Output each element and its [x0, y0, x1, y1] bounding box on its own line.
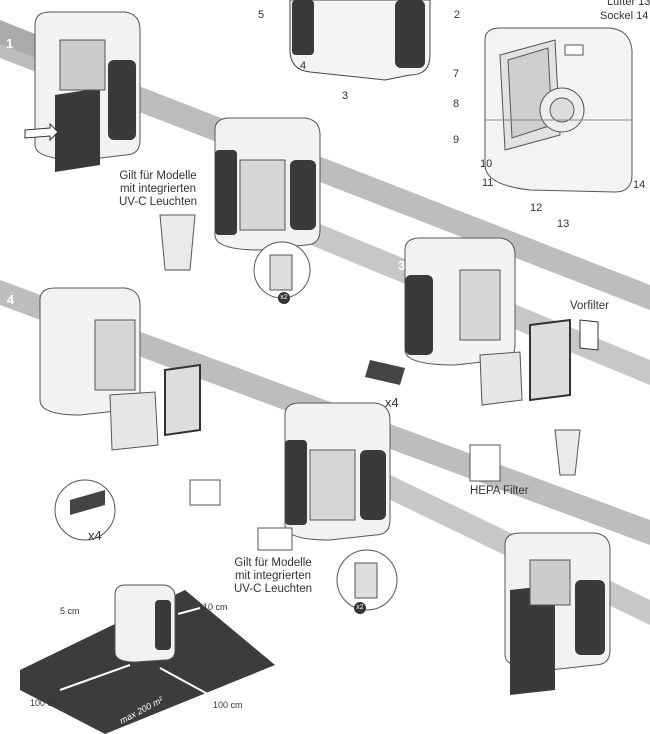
part-label-14: 14 [633, 179, 646, 191]
step-number-6: 6 [483, 560, 491, 575]
uvc-note-2: Gilt für Modelle mit integrierten UV-C L… [223, 557, 323, 596]
part-label-5: 5 [258, 9, 265, 21]
step-number-5: 5 [269, 430, 277, 445]
part-label-12: 12 [530, 202, 543, 214]
uvc-note-2-line3: UV-C Leuchten [234, 583, 312, 595]
step-number-1: 1 [6, 36, 14, 51]
count-badge-b: x2 [354, 602, 366, 614]
uvc-note-2-line2: mit integrierten [234, 570, 312, 582]
step-number-4: 4 [7, 292, 15, 307]
uvc-note-1-line3: UV-C Leuchten [119, 196, 197, 208]
step-number-2: 2 [200, 145, 208, 160]
clearance-left-label: 5 cm [60, 606, 80, 616]
unit-step2 [159, 117, 321, 299]
step-number-3: 3 [398, 258, 406, 273]
part-label-9: 9 [453, 134, 460, 146]
floor-placement [20, 584, 275, 734]
part-label-10: 10 [480, 158, 493, 170]
title-corner-line1: Lüfter 13 [607, 0, 650, 8]
uvc-note-2-line1: Gilt für Modelle [234, 557, 312, 569]
unit-step1 [24, 11, 141, 172]
screw-count-a: x4 [385, 395, 399, 410]
screw-count-b: x4 [88, 528, 102, 543]
part-label-8: 8 [453, 98, 460, 110]
part-label-13: 13 [557, 218, 570, 230]
unit-step6 [504, 532, 611, 695]
clearance-right-label: 10 cm [203, 602, 228, 612]
vorfilter-label: Vorfilter [570, 300, 609, 312]
part-label-4: 4 [300, 60, 307, 72]
clearance-front-left-label: 100 cm [30, 698, 60, 708]
unit-step5 [257, 402, 398, 611]
uvc-note-1-line2: mit integrierten [119, 183, 197, 195]
hepa-filter-label: HEPA Filter [470, 485, 529, 497]
unit-step4 [39, 287, 221, 541]
part-label-2: 2 [454, 9, 461, 21]
count-badge-a: x2 [278, 292, 290, 304]
part-label-7: 7 [453, 68, 460, 80]
unit-step3 [365, 237, 599, 482]
title-corner-line2: Sockel 14 [600, 10, 649, 22]
part-label-3: 3 [342, 90, 349, 102]
unit-exploded [484, 27, 633, 193]
clearance-front-right-label: 100 cm [213, 700, 243, 710]
uvc-note-1-line1: Gilt für Modelle [119, 170, 197, 182]
unit-top [289, 0, 431, 81]
uvc-note-1: Gilt für Modelle mit integrierten UV-C L… [108, 170, 208, 209]
part-label-11: 11 [482, 177, 494, 189]
